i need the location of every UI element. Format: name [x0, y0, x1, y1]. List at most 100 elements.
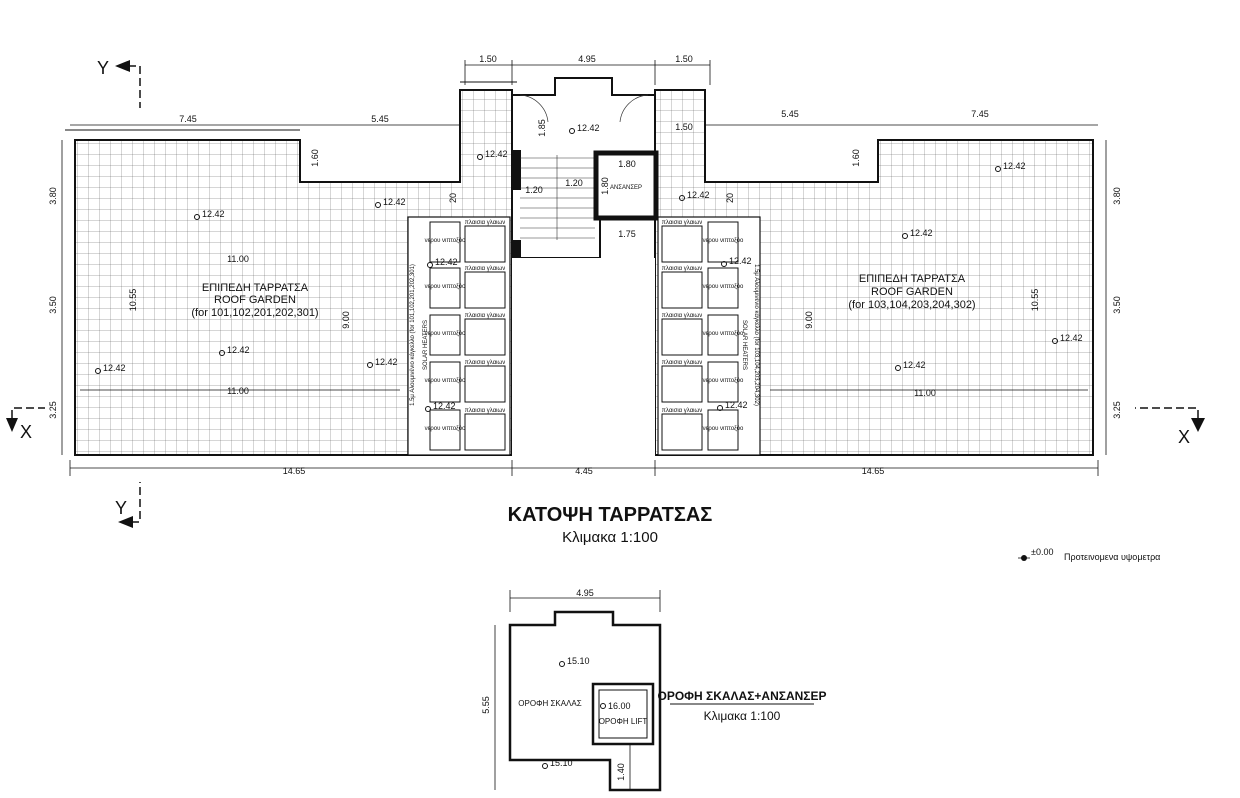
tank-label: νερου νιπτοξόο	[703, 237, 744, 244]
solar-panels-right: νερου νιπτοξόο πλαισια γλαιων νερου νιπτοξ…	[661, 220, 744, 451]
tank-label: νερου νιπτοξόο	[425, 425, 466, 432]
svg-text:X: X	[1178, 427, 1190, 447]
tank-label: νερου νιπτοξόο	[425, 377, 466, 384]
svg-text:20: 20	[725, 193, 735, 203]
svg-text:1.75: 1.75	[618, 229, 636, 239]
panel-label: πλαισια γλαιων	[465, 360, 505, 366]
tank-label: νερου νιπτοξόο	[425, 237, 466, 244]
plan-scale: Κλιμακα 1:100	[562, 529, 658, 546]
solar-unit-right-5: νερου νιπτοξόο πλαισια γλαιων	[661, 408, 744, 451]
roof-level-markers: 15.10 15.10 16.00	[542, 656, 631, 769]
roof-dim-height: 5.55	[481, 696, 491, 714]
svg-text:X: X	[20, 422, 32, 442]
svg-text:±0.00: ±0.00	[1031, 547, 1053, 557]
svg-text:16.00: 16.00	[608, 701, 631, 711]
svg-text:12.42: 12.42	[1003, 161, 1026, 171]
svg-text:12.42: 12.42	[1060, 333, 1083, 343]
svg-text:3.50: 3.50	[48, 296, 58, 314]
svg-text:12.42: 12.42	[202, 209, 225, 219]
svg-text:3.25: 3.25	[48, 401, 58, 419]
svg-text:12.42: 12.42	[729, 256, 752, 266]
panel-label: πλαισια γλαιων	[465, 266, 505, 272]
solar-unit-left-3: νερου νιπτοξόο πλαισια γλαιων	[425, 313, 506, 356]
railing-left-label: 1.5μ Αλουμινένιο κάγκελλο (for 101,102,2…	[409, 264, 416, 406]
svg-text:9.00: 9.00	[804, 311, 814, 329]
svg-text:12.42: 12.42	[435, 257, 458, 267]
svg-text:1.85: 1.85	[537, 119, 547, 137]
svg-text:11.00: 11.00	[914, 388, 936, 398]
svg-text:1.60: 1.60	[851, 149, 861, 167]
svg-text:1.60: 1.60	[310, 149, 320, 167]
svg-text:9.00: 9.00	[341, 311, 351, 329]
right-garden-units: (for 103,104,203,204,302)	[848, 299, 975, 311]
svg-text:12.42: 12.42	[103, 363, 126, 373]
section-marker-y-bottom: Y	[115, 482, 141, 528]
svg-text:3.25: 3.25	[1112, 401, 1122, 419]
left-garden-title: ΕΠΙΠΕΔΗ ΤΑΡΡΑΤΣΑ	[202, 282, 309, 294]
svg-text:11.00: 11.00	[227, 254, 249, 264]
svg-text:1.20: 1.20	[525, 185, 543, 195]
roof-dim-width: 4.95	[576, 588, 594, 598]
svg-text:10.55: 10.55	[128, 289, 138, 312]
lift-label: ΑΝΣΑΝΣΕΡ	[610, 185, 642, 191]
panel-label: πλαισια γλαιων	[662, 266, 702, 272]
svg-text:12.42: 12.42	[687, 190, 710, 200]
solar-heaters-right: νερου νιπτοξόο πλαισια γλαιων νερου νιπτοξ…	[657, 216, 761, 456]
svg-text:Y: Y	[97, 58, 109, 78]
svg-text:7.45: 7.45	[971, 109, 989, 119]
svg-text:1.50: 1.50	[675, 54, 693, 64]
svg-text:15.10: 15.10	[567, 656, 590, 666]
svg-text:12.42: 12.42	[227, 345, 250, 355]
tank-label: νερου νιπτοξόο	[703, 425, 744, 432]
svg-text:1.50: 1.50	[479, 54, 497, 64]
roof-scale: Κλιμακα 1:100	[704, 709, 781, 723]
panel-label: πλαισια γλαιων	[662, 408, 702, 414]
panel-label: πλαισια γλαιων	[662, 220, 702, 226]
dimension-labels: 1.50 4.95 1.50 7.45 5.45 5.45 7.45 1.85 …	[48, 54, 1122, 476]
roof-title: ΟΡΟΦΗ ΣΚΑΛΑΣ+ΑΝΣΑΝΣΕΡ	[657, 689, 826, 703]
svg-text:Προτεινομενα υψομετρα: Προτεινομενα υψομετρα	[1064, 552, 1160, 562]
tank-label: νερου νιπτοξόο	[703, 330, 744, 337]
legend: ±0.00 Προτεινομενα υψομετρα	[1018, 547, 1160, 562]
svg-text:3.50: 3.50	[1112, 296, 1122, 314]
svg-text:14.65: 14.65	[283, 466, 306, 476]
svg-text:12.42: 12.42	[577, 123, 600, 133]
svg-text:12.42: 12.42	[903, 360, 926, 370]
svg-text:3.80: 3.80	[48, 187, 58, 205]
stair-core: ΑΝΣΑΝΣΕΡ	[511, 77, 659, 460]
solar-heaters-left-label: SOLAR HEATERS	[423, 320, 429, 370]
section-marker-x-right: X	[1135, 407, 1205, 447]
lift-roof-label: ΟΡΟΦΗ LIFT	[599, 717, 648, 726]
left-garden-subtitle: ROOF GARDEN	[214, 294, 296, 306]
panel-label: πλαισια γλαιων	[465, 313, 505, 319]
svg-text:12.42: 12.42	[910, 228, 933, 238]
svg-text:4.45: 4.45	[575, 466, 593, 476]
svg-text:12.42: 12.42	[485, 149, 508, 159]
svg-text:1.80: 1.80	[618, 159, 636, 169]
svg-text:11.00: 11.00	[227, 386, 249, 396]
tank-label: νερου νιπτοξόο	[425, 330, 466, 337]
section-marker-x-left: X	[6, 407, 45, 442]
level-markers: 12.42 12.42 12.42 12.42 12.42 12.42 12.4…	[95, 123, 1083, 412]
solar-panels-left: νερου νιπτοξόο πλαισια γλαιων νερου νιπτοξ…	[425, 220, 506, 451]
stair-lift-roof-plan: 4.95 5.55 1.40 ΟΡΟΦΗ ΣΚΑΛΑΣ ΟΡΟΦΗ LIFT 1…	[481, 588, 827, 792]
solar-unit-right-2: νερου νιπτοξόο πλαισια γλαιων	[661, 266, 744, 309]
svg-text:7.45: 7.45	[179, 114, 197, 124]
svg-text:5.45: 5.45	[781, 109, 799, 119]
svg-text:14.65: 14.65	[862, 466, 885, 476]
solar-unit-left-4: νερου νιπτοξόο πλαισια γλαιων	[425, 360, 506, 403]
svg-text:12.42: 12.42	[725, 400, 748, 410]
svg-text:10.55: 10.55	[1030, 289, 1040, 312]
left-roof-garden	[74, 89, 513, 456]
svg-text:Y: Y	[115, 498, 127, 518]
tank-label: νερου νιπτοξόο	[703, 283, 744, 290]
svg-text:12.42: 12.42	[375, 357, 398, 367]
stair-roof-label: ΟΡΟΦΗ ΣΚΑΛΑΣ	[518, 699, 581, 708]
right-garden-title: ΕΠΙΠΕΔΗ ΤΑΡΡΑΤΣΑ	[859, 273, 966, 285]
right-roof-garden	[654, 89, 1094, 456]
solar-heaters-right-label: SOLAR HEATERS	[741, 320, 747, 370]
right-garden-subtitle: ROOF GARDEN	[871, 286, 953, 298]
svg-text:12.42: 12.42	[383, 197, 406, 207]
